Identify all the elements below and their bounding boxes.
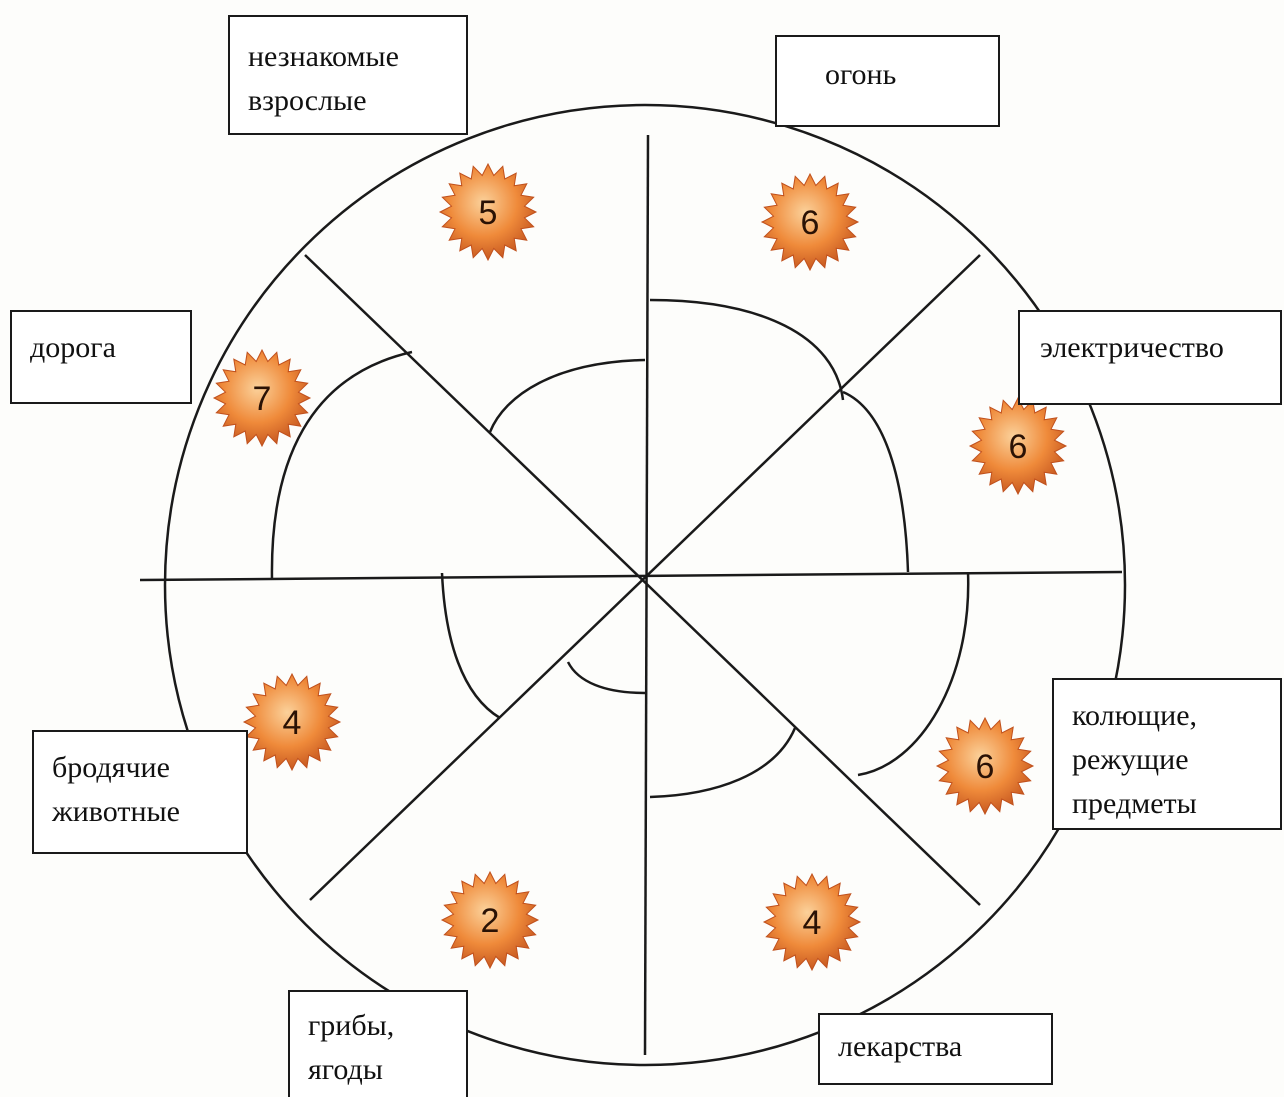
score-badge-mushrooms: 2 (440, 870, 540, 970)
label-line: электричество (1040, 331, 1224, 364)
score-badge-fire: 6 (760, 172, 860, 272)
label-box-animals: бродячие животные (32, 730, 248, 854)
label-line: огонь (825, 58, 897, 91)
sun-badge-icon (438, 162, 538, 262)
label-line: режущие (1072, 743, 1189, 776)
score-value: 5 (479, 194, 498, 232)
score-value: 6 (976, 748, 995, 786)
outer-circle (163, 103, 1127, 1067)
sun-badge-icon (212, 348, 312, 448)
score-badge-road: 7 (212, 348, 312, 448)
spoke-diagonal-b (309, 254, 981, 901)
level-arc-electricity (842, 390, 910, 573)
score-value: 6 (801, 204, 820, 242)
label-box-electricity: электричество (1018, 310, 1282, 405)
label-box-strangers: незнакомые взрослые (228, 15, 468, 135)
label-box-sharp: колющие, режущие предметы (1052, 678, 1282, 830)
score-badge-sharp: 6 (935, 716, 1035, 816)
score-badge-medicine: 4 (762, 872, 862, 972)
label-line: грибы, (308, 1009, 395, 1042)
label-line: дорога (30, 331, 116, 364)
label-line: незнакомые (248, 40, 399, 73)
level-arc-strangers (488, 358, 646, 433)
label-box-fire: огонь (775, 35, 1000, 127)
label-line: взрослые (248, 84, 367, 117)
score-value: 2 (481, 902, 500, 940)
sun-badge-icon (935, 716, 1035, 816)
level-arc-fire (649, 298, 845, 401)
level-arc-medicine (649, 727, 797, 799)
level-arc-road (270, 350, 413, 581)
label-box-road: дорога (10, 310, 192, 404)
label-line: колющие, (1072, 699, 1198, 732)
spokes (139, 134, 1123, 1056)
sun-badge-icon (440, 870, 540, 970)
label-box-medicine: лекарства (818, 1013, 1053, 1085)
score-badge-electricity: 6 (968, 396, 1068, 496)
score-value: 4 (803, 904, 822, 942)
label-line: лекарства (838, 1030, 963, 1063)
level-arc-sharp (857, 571, 970, 777)
level-arc-mushrooms (566, 661, 646, 695)
label-box-mushrooms: грибы, ягоды (288, 990, 468, 1097)
sun-badge-icon (762, 872, 862, 972)
spoke-horizontal (139, 570, 1123, 582)
spoke-vertical (643, 134, 650, 1056)
score-badges: 5 6 6 6 4 2 4 7 (212, 162, 1068, 972)
level-arc-animals (440, 572, 501, 720)
label-line: животные (52, 795, 180, 828)
score-value: 7 (253, 380, 272, 418)
score-badge-strangers: 5 (438, 162, 538, 262)
score-badge-animals: 4 (242, 672, 342, 772)
score-value: 6 (1009, 428, 1028, 466)
sun-badge-icon (242, 672, 342, 772)
level-arcs (270, 298, 970, 799)
label-line: ягоды (308, 1053, 383, 1086)
sun-badge-icon (760, 172, 860, 272)
label-line: предметы (1072, 787, 1197, 820)
sun-badge-icon (968, 396, 1068, 496)
score-value: 4 (283, 704, 302, 742)
label-line: бродячие (52, 751, 170, 784)
